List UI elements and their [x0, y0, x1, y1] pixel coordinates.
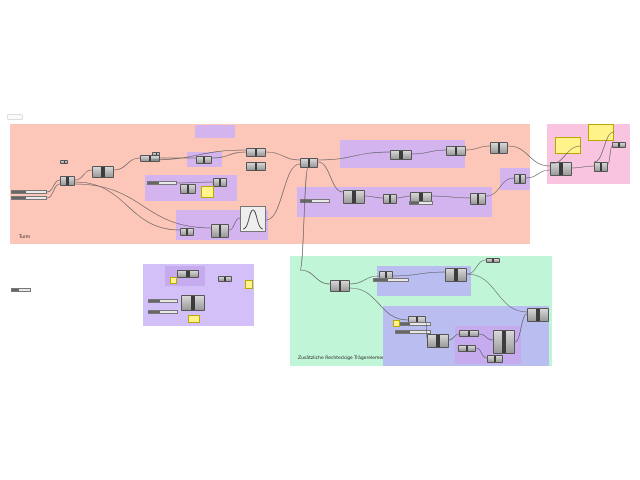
wire — [299, 269, 331, 285]
wire — [74, 181, 181, 231]
wire — [466, 273, 528, 313]
wire — [448, 333, 460, 341]
component-node[interactable] — [211, 224, 229, 238]
number-slider[interactable] — [409, 201, 433, 205]
component-node[interactable] — [300, 158, 318, 168]
number-slider[interactable] — [11, 196, 47, 200]
wire — [149, 149, 247, 161]
component-node[interactable] — [527, 308, 549, 322]
component-node[interactable] — [60, 176, 75, 186]
component-node[interactable] — [330, 280, 350, 292]
component-node[interactable] — [246, 148, 266, 157]
component-node[interactable] — [213, 178, 227, 187]
component-node[interactable] — [140, 155, 160, 162]
wire — [475, 347, 488, 359]
component-node[interactable] — [180, 184, 196, 194]
component-node[interactable] — [490, 142, 508, 154]
wire — [364, 195, 384, 199]
wire — [525, 169, 551, 179]
wire — [349, 275, 380, 285]
wire — [211, 151, 247, 159]
component-node[interactable] — [493, 330, 515, 354]
text-panel[interactable] — [555, 137, 581, 154]
component-node[interactable] — [181, 295, 205, 311]
graph-curve — [242, 209, 264, 230]
wire — [593, 131, 615, 163]
component-node[interactable] — [486, 258, 500, 263]
wire — [74, 169, 93, 181]
text-panel[interactable] — [170, 277, 177, 284]
component-node[interactable] — [594, 162, 608, 172]
wire — [46, 179, 61, 193]
wire — [549, 145, 582, 165]
wire — [507, 145, 551, 167]
text-panel[interactable] — [245, 280, 253, 289]
wire — [514, 313, 528, 343]
text-panel[interactable] — [188, 315, 200, 323]
wire — [607, 145, 613, 165]
component-node[interactable] — [246, 162, 266, 171]
number-slider[interactable] — [300, 199, 330, 203]
component-node[interactable] — [60, 160, 68, 164]
component-node[interactable] — [177, 270, 199, 278]
component-node[interactable] — [445, 268, 467, 282]
component-node[interactable] — [152, 152, 160, 156]
component-node[interactable] — [390, 150, 412, 160]
text-panel[interactable] — [201, 186, 214, 198]
wire — [411, 149, 447, 155]
wire — [74, 183, 212, 229]
wire — [265, 163, 301, 221]
wire — [571, 165, 595, 169]
number-slider[interactable] — [148, 299, 178, 303]
component-node[interactable] — [612, 142, 626, 148]
component-node[interactable] — [458, 345, 476, 352]
component-node[interactable] — [383, 194, 397, 204]
component-node[interactable] — [427, 334, 449, 348]
component-node[interactable] — [459, 330, 479, 337]
component-node[interactable] — [550, 162, 572, 176]
wire — [299, 167, 309, 271]
canvas-navigator[interactable] — [7, 114, 23, 120]
component-node[interactable] — [343, 190, 365, 204]
number-slider[interactable] — [148, 310, 178, 314]
number-slider[interactable] — [11, 288, 31, 292]
component-node[interactable] — [470, 193, 486, 205]
group-label: Turm — [19, 235, 31, 240]
component-node[interactable] — [487, 355, 503, 363]
wire — [478, 333, 494, 341]
wire — [228, 217, 241, 231]
wire — [265, 151, 301, 161]
wire — [466, 259, 487, 275]
component-node[interactable] — [196, 156, 212, 164]
wire — [431, 195, 471, 199]
number-slider[interactable] — [11, 190, 47, 194]
text-panel[interactable] — [393, 320, 400, 327]
number-slider[interactable] — [373, 278, 409, 282]
wire — [392, 271, 446, 277]
wire — [485, 177, 515, 197]
number-slider[interactable] — [395, 330, 431, 334]
component-node[interactable] — [180, 228, 194, 236]
wire — [349, 287, 409, 321]
wire — [113, 157, 141, 171]
component-node[interactable] — [514, 174, 526, 184]
number-slider[interactable] — [147, 181, 177, 185]
wire — [176, 181, 214, 184]
wire — [425, 321, 428, 339]
subgroup — [195, 125, 235, 138]
wire — [317, 151, 391, 161]
group-label: Zusätzliche Rechteckige Trägerelemente — [298, 356, 390, 361]
wire — [396, 195, 411, 199]
component-node[interactable] — [218, 276, 232, 282]
component-node[interactable] — [92, 166, 114, 178]
component-node[interactable] — [446, 146, 466, 156]
text-panel[interactable] — [588, 124, 614, 141]
wire — [317, 161, 344, 193]
wire — [465, 145, 491, 151]
wire — [46, 183, 61, 199]
